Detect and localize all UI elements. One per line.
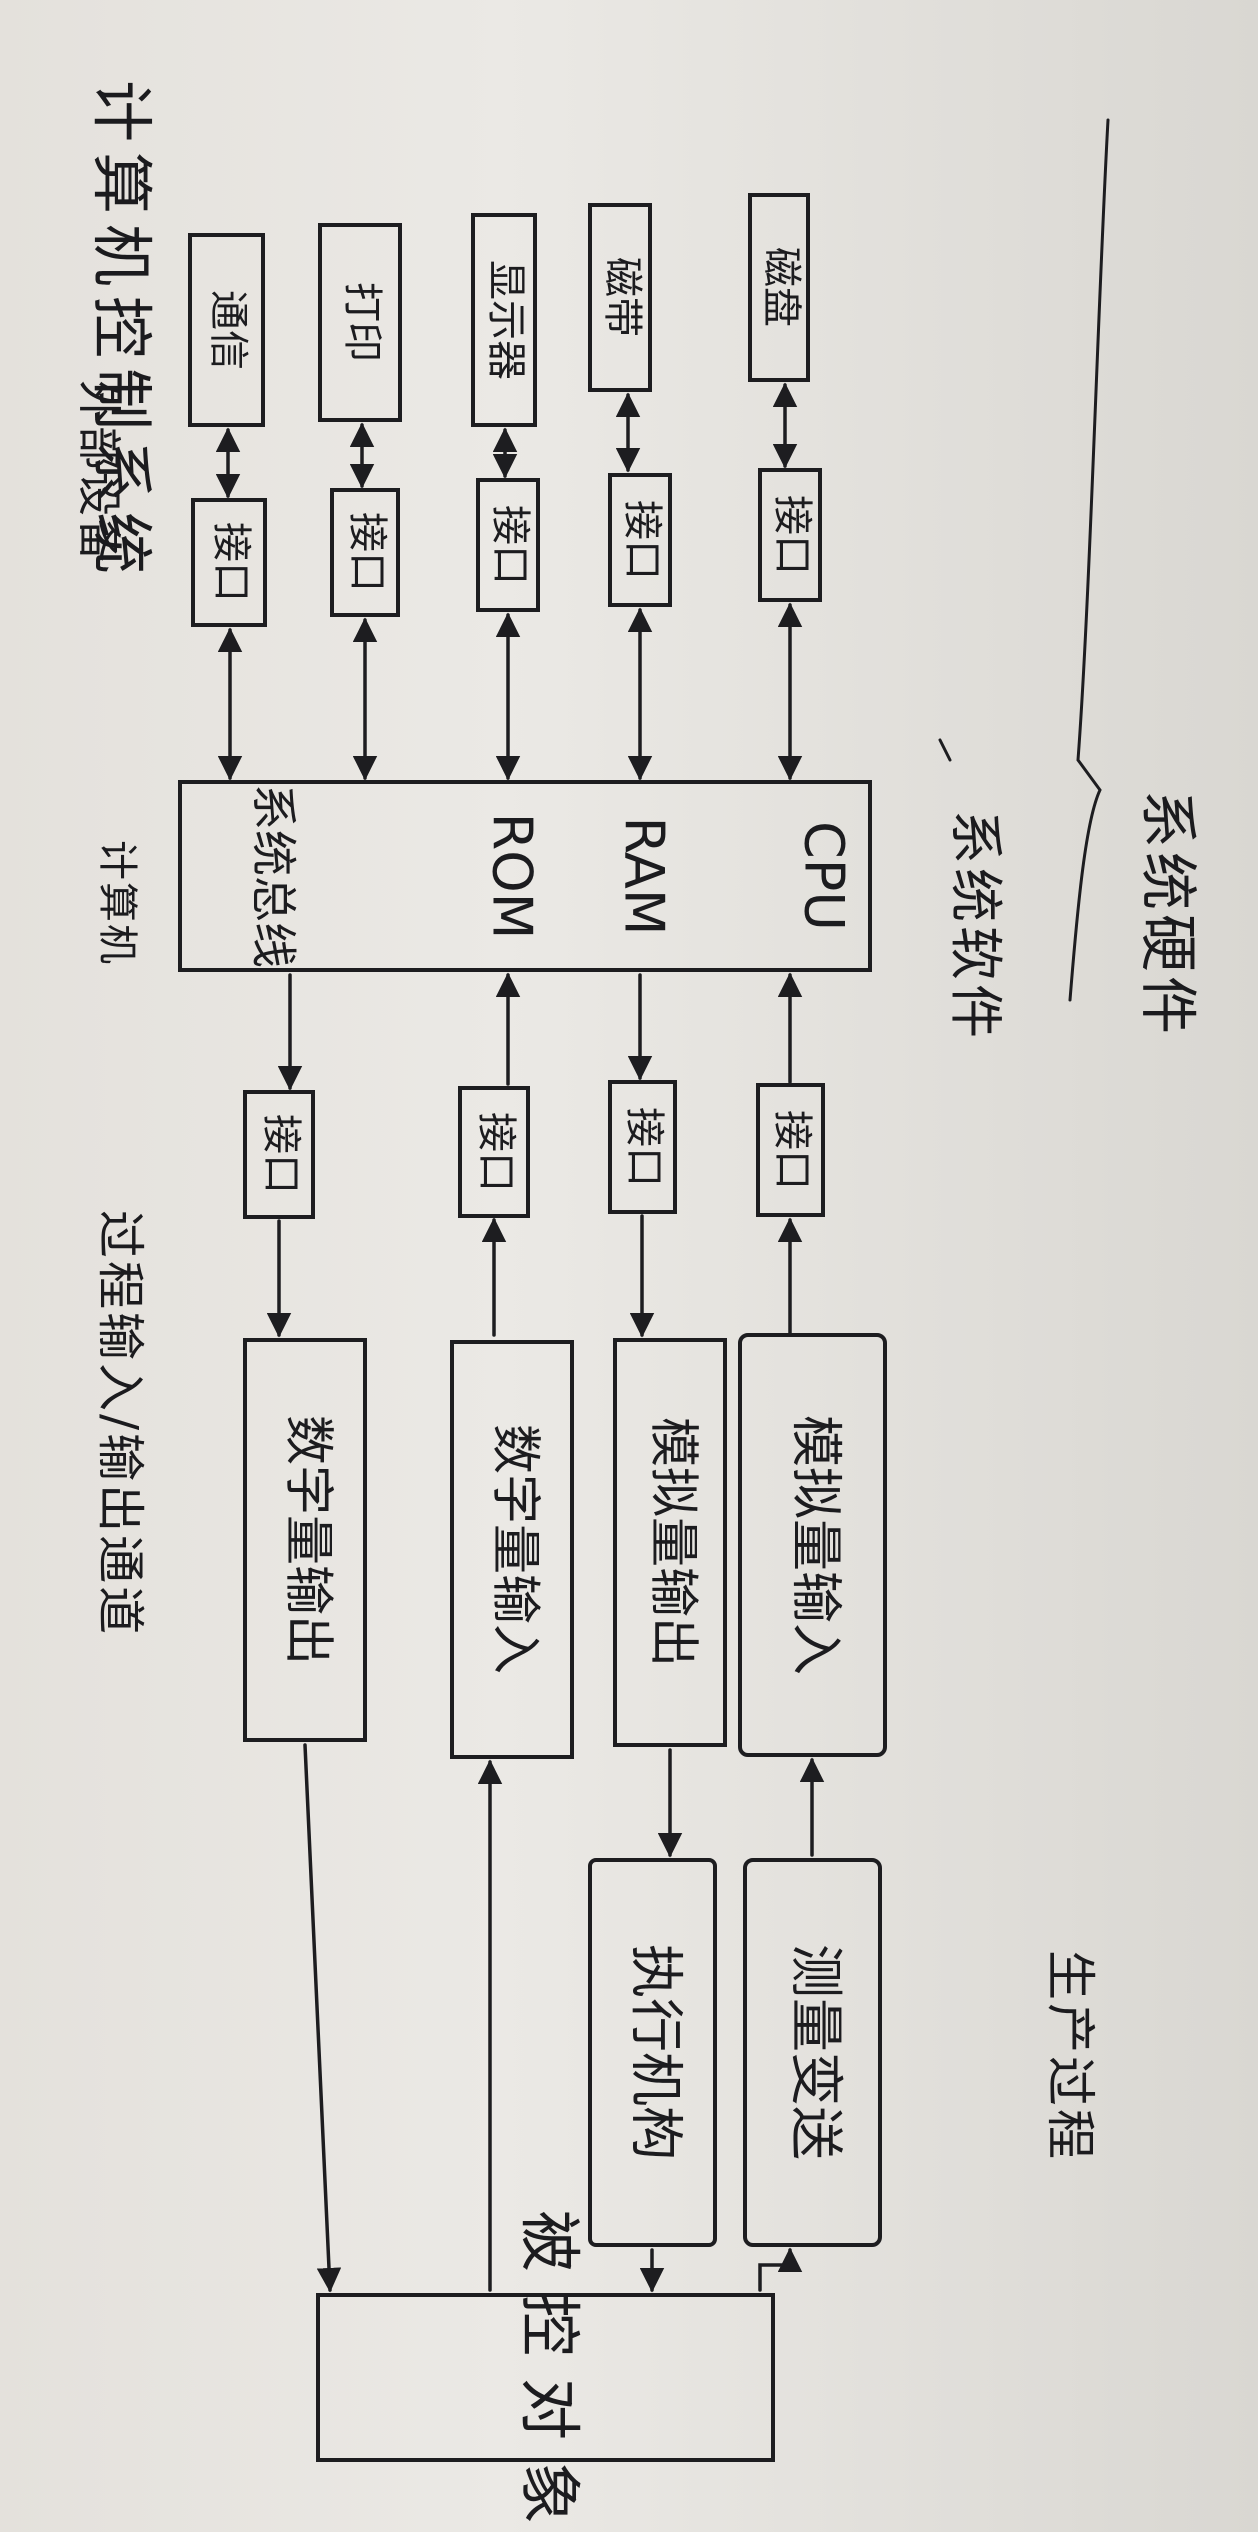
interface-print-label: 接口 [344,512,390,592]
link-digital-output-plant [303,1743,342,2293]
interface-di: 接口 [458,1086,530,1218]
cpu-label: CPU [792,821,855,931]
link-plant-sensor [758,2247,803,2292]
device-print-label: 打印 [339,282,385,362]
interface-comm-label: 接口 [208,522,254,602]
interface-do-label: 接口 [258,1114,304,1194]
device-disk-label: 磁盘 [758,247,804,327]
interface-display-label: 接口 [487,505,533,585]
interface-di-label: 接口 [473,1112,519,1192]
analog-output-block: 模拟量输出 [613,1338,727,1747]
device-tape-label: 磁带 [599,257,645,337]
computer-block: CPU RAM ROM 系统总线 [178,780,872,972]
interface-ai: 接口 [756,1083,825,1217]
digital-output-block: 数字量输出 [243,1338,367,1742]
device-print: 打印 [318,223,402,422]
interface-disk: 接口 [758,468,822,602]
controlled-plant-label: 被控对象 [513,2210,586,2532]
interface-disk-label: 接口 [769,495,815,575]
rom-label: ROM [480,813,543,940]
interface-tape-label: 接口 [619,500,665,580]
ram-label: RAM [612,817,675,936]
interface-ao: 接口 [608,1080,677,1214]
device-display-label: 显示器 [483,260,529,380]
digital-input-label: 数字量输入 [487,1424,545,1674]
interface-do: 接口 [243,1090,315,1219]
interface-tape: 接口 [608,473,672,607]
device-comm: 通信 [188,233,265,427]
bus-label: 系统总线 [247,784,301,968]
interface-print: 接口 [330,488,400,617]
device-comm-label: 通信 [205,290,251,370]
interface-ao-label: 接口 [621,1107,667,1187]
sensor-transmitter-block: 测量变送 [743,1858,882,2247]
device-tape: 磁带 [588,203,652,392]
interface-comm: 接口 [191,498,267,627]
analog-input-label: 模拟量输入 [785,1415,845,1675]
sensor-transmitter-label: 测量变送 [784,1944,847,2160]
analog-output-label: 模拟量输出 [645,1417,703,1667]
analog-input-block: 模拟量输入 [738,1333,887,1757]
hardware-brace [1068,118,1110,1002]
digital-output-label: 数字量输出 [280,1415,338,1665]
actuator-label: 执行机构 [624,1944,687,2160]
device-display: 显示器 [471,213,537,427]
controlled-plant-block: 被控对象 [316,2210,775,2532]
software-brace [938,738,952,762]
interface-display: 接口 [476,478,540,612]
device-disk: 磁盘 [748,193,810,382]
digital-input-block: 数字量输入 [450,1340,574,1759]
interface-ai-label: 接口 [769,1110,815,1190]
actuator-block: 执行机构 [588,1858,717,2247]
